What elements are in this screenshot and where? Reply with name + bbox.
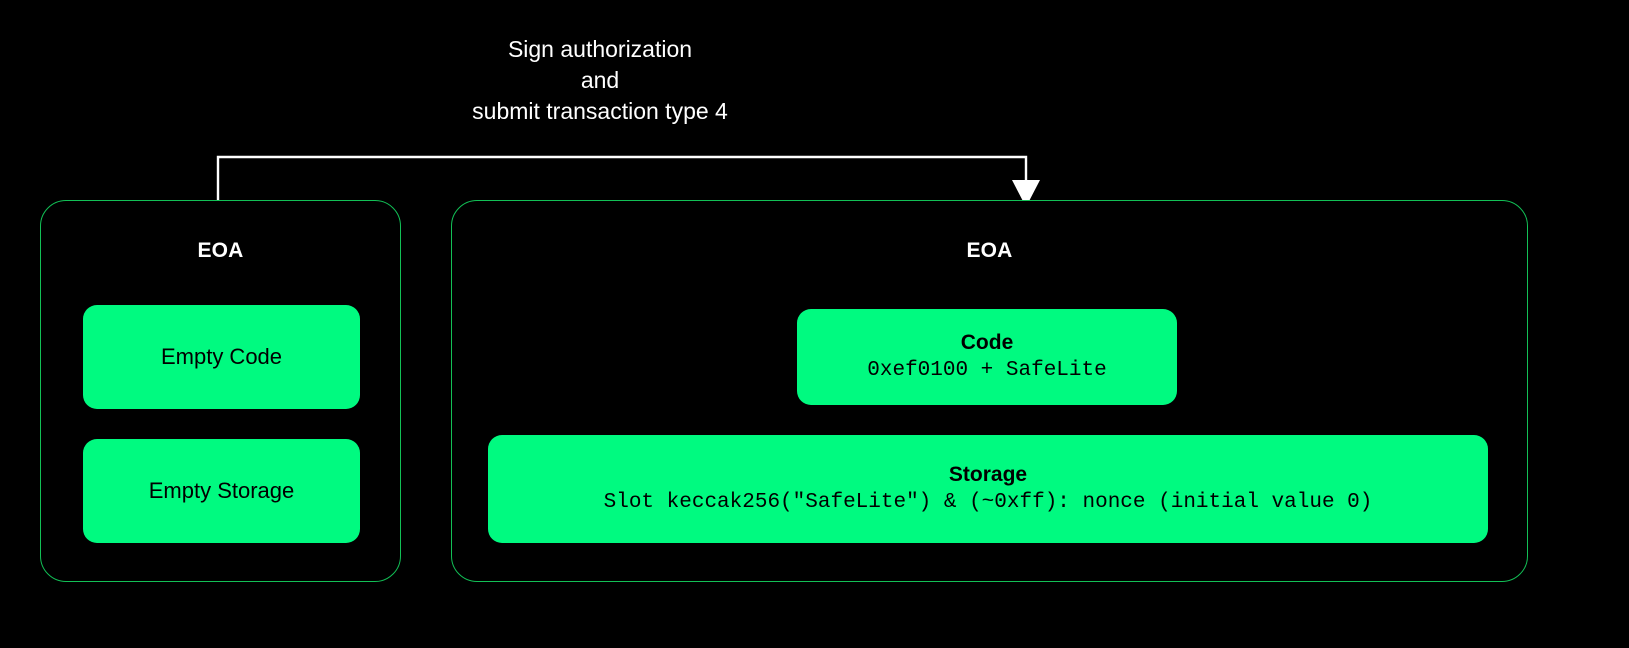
field-storage: Storage Slot keccak256("SafeLite") & (~0… <box>488 435 1488 543</box>
field-value: 0xef0100 + SafeLite <box>867 359 1107 382</box>
card-title: EOA <box>966 239 1013 262</box>
field-empty-code: Empty Code <box>83 305 360 409</box>
card-title: EOA <box>197 239 244 262</box>
flow-arrow-path <box>216 155 1028 206</box>
flow-label: Sign authorization and submit transactio… <box>472 36 728 124</box>
field-label: Empty Storage <box>148 478 295 503</box>
field-label: Empty Code <box>160 344 283 369</box>
field-empty-storage: Empty Storage <box>83 439 360 543</box>
field-code: Code 0xef0100 + SafeLite <box>797 309 1177 405</box>
field-label: Storage <box>948 463 1028 486</box>
field-label: Code <box>960 331 1014 354</box>
card-eoa-before: EOA Empty Code Empty Storage <box>40 200 401 582</box>
card-eoa-after: EOA Code 0xef0100 + SafeLite Storage Slo… <box>451 200 1528 582</box>
field-value: Slot keccak256("SafeLite") & (~0xff): no… <box>603 491 1373 514</box>
